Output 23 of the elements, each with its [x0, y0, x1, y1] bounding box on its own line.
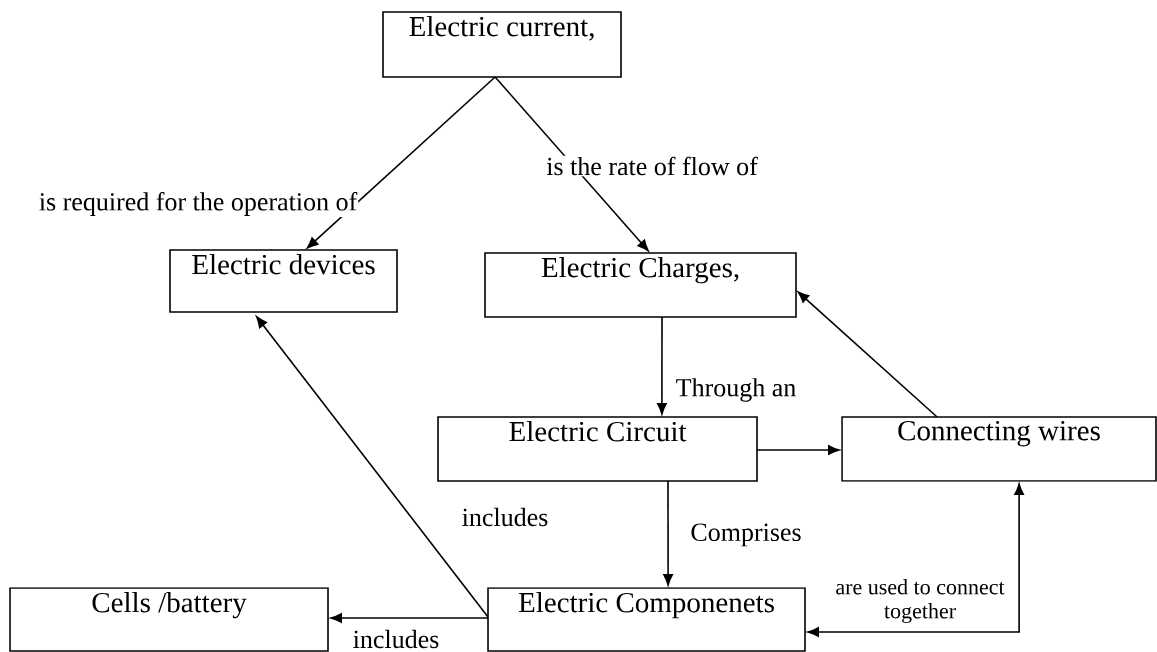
arrow — [330, 613, 489, 623]
arrow — [807, 483, 1024, 637]
edge-label: are used to connect together — [824, 578, 1016, 624]
edge-label: is the rate of flow of — [545, 155, 759, 177]
arrow — [494, 76, 649, 252]
arrow — [756, 445, 840, 455]
concept-box: Electric Circuit — [437, 416, 758, 482]
concept-box: Electric Componenets — [487, 587, 806, 652]
concept-box: Electric current, — [382, 11, 622, 78]
arrow — [256, 316, 489, 618]
concept-box: Connecting wires — [841, 416, 1157, 482]
arrow — [657, 316, 667, 415]
concept-box: Cells /battery — [9, 587, 329, 652]
edge-label: includes — [351, 628, 441, 650]
edge-label: Comprises — [689, 522, 803, 548]
arrow — [663, 480, 673, 586]
concept-box: Electric devices — [169, 249, 398, 313]
edge-label: Through an — [674, 377, 798, 403]
concept-box: Electric Charges, — [484, 252, 797, 318]
arrow — [797, 291, 938, 418]
edge-label: is required for the operation of — [37, 191, 359, 217]
arrow — [306, 76, 496, 249]
edge-label: includes — [460, 506, 550, 528]
